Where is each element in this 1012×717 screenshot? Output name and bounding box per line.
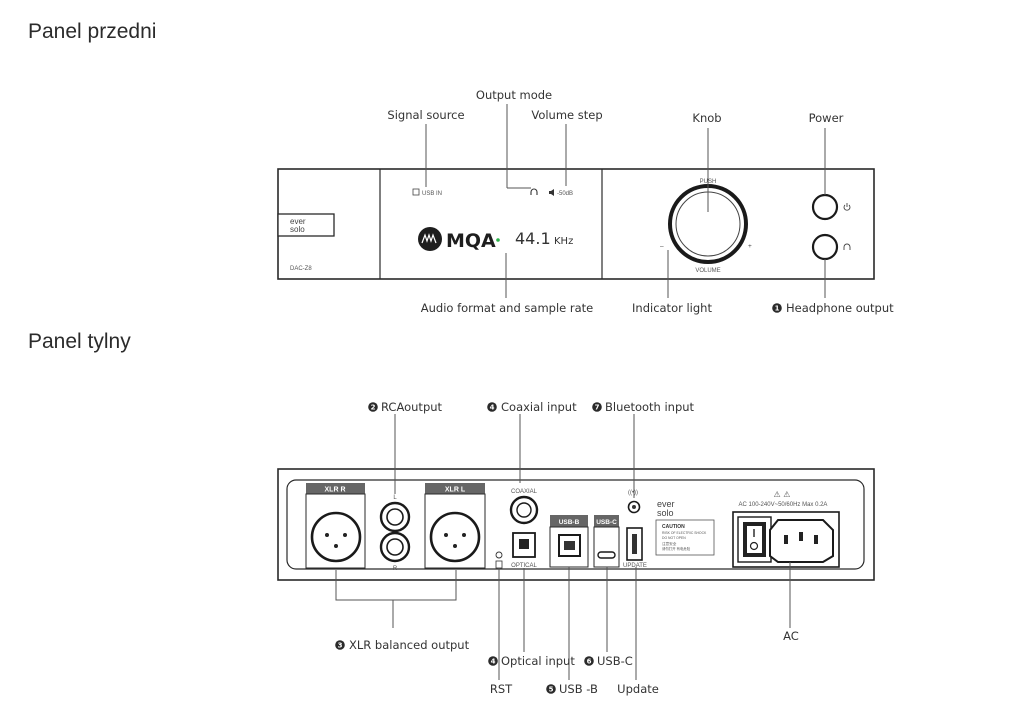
label-usb-b: USB -B <box>559 682 598 696</box>
front-display: USB IN -50dB MQA 44.1 KHz <box>412 188 573 252</box>
front-chassis <box>277 168 875 280</box>
label-update: Update <box>617 682 659 696</box>
volume-knob[interactable]: PUSH VOLUME – + <box>660 179 752 274</box>
badge-optical <box>488 656 498 666</box>
usb-c-port[interactable]: USB-C <box>593 515 620 568</box>
update-port[interactable] <box>626 527 643 561</box>
badge-rca <box>368 402 378 412</box>
display-source: USB IN <box>422 191 442 197</box>
label-signal-source: Signal source <box>387 108 464 122</box>
xlr-l-output[interactable]: XLR L <box>424 483 486 569</box>
headphone-icon <box>843 243 851 250</box>
badge-rca-num: 2 <box>371 404 376 412</box>
usb-b-port[interactable]: USB-B <box>549 515 589 568</box>
rear-logo-top: ever <box>657 499 675 509</box>
ac-spec: AC 100-240V~50/60Hz Max 0.2A <box>739 502 828 508</box>
badge-headphone-num: 1 <box>775 305 780 313</box>
front-logo-bottom: solo <box>290 225 305 234</box>
label-rst: RST <box>490 682 513 696</box>
rear-panel-title: Panel tylny <box>28 330 131 353</box>
rca-r-label: R <box>393 566 398 572</box>
usb-source-icon <box>412 188 420 196</box>
caution-line-2: DO NOT OPEN <box>662 536 686 540</box>
display-unit: KHz <box>554 236 573 247</box>
update-label: UPDATE <box>623 563 647 569</box>
badge-usb-b <box>546 684 556 694</box>
label-coaxial-input: Coaxial input <box>501 400 577 414</box>
label-bluetooth-input: Bluetooth input <box>605 400 695 414</box>
badge-xlr-num: 3 <box>338 642 343 650</box>
xlr-r-label: XLR R <box>325 487 346 494</box>
rca-output[interactable]: L R <box>379 495 411 572</box>
knob-plus: + <box>748 243 752 250</box>
badge-bluetooth <box>592 402 602 412</box>
front-logo: ever solo <box>277 213 335 237</box>
optical-jack[interactable] <box>512 532 536 558</box>
label-optical-input: Optical input <box>501 654 575 668</box>
label-output-mode: Output mode <box>476 88 552 102</box>
xlr-r-output[interactable]: XLR R <box>305 483 366 569</box>
bluetooth-icon: ((•)) <box>628 490 638 496</box>
usb-b-label: USB-B <box>559 519 580 526</box>
label-headphone-output: Headphone output <box>786 301 894 315</box>
caution-line-1: RISK OF ELECTRIC SHOCK <box>662 531 707 535</box>
badge-usb-c-num: 6 <box>587 658 592 666</box>
rear-logo-bottom: solo <box>657 508 674 518</box>
optical-label: OPTICAL <box>511 563 537 569</box>
display-format: MQA <box>446 230 496 252</box>
coaxial-label: COAXIAL <box>511 489 538 495</box>
knob-volume-label: VOLUME <box>695 268 720 274</box>
front-logo-top: ever <box>290 217 306 226</box>
display-volume: -50dB <box>557 191 573 197</box>
speaker-icon <box>549 189 554 196</box>
badge-xlr <box>335 640 345 650</box>
label-volume-step: Volume step <box>531 108 602 122</box>
rca-l-label: L <box>393 495 397 501</box>
rst-button[interactable] <box>495 551 503 559</box>
caution-label: CAUTION RISK OF ELECTRIC SHOCK DO NOT OP… <box>655 519 715 556</box>
mqa-wave-icon <box>421 233 437 244</box>
badge-coaxial-num: 4 <box>490 404 495 412</box>
knob-minus: – <box>660 243 664 250</box>
headphone-mode-icon <box>530 188 538 195</box>
mqa-indicator-dot <box>496 238 500 242</box>
xlr-l-label: XLR L <box>445 487 466 494</box>
label-indicator-light: Indicator light <box>632 301 712 315</box>
rst-switch[interactable] <box>495 560 503 569</box>
label-audio-format: Audio format and sample rate <box>421 301 593 315</box>
leader-xlr-bracket <box>335 570 457 601</box>
power-button[interactable] <box>811 193 839 221</box>
badge-bluetooth-num: 7 <box>595 404 600 412</box>
bluetooth-antenna[interactable] <box>627 500 641 514</box>
rear-panel: XLR R L R XLR L COAXIAL <box>277 400 875 696</box>
caution-line-4: 请勿打开 有电危险 <box>662 546 691 551</box>
warning-icon: ⚠ ⚠ <box>774 490 791 499</box>
front-panel: ever solo DAC-Z8 USB IN -50dB MQA 44.1 K… <box>277 88 894 315</box>
badge-headphone <box>772 303 782 313</box>
label-power: Power <box>809 111 844 125</box>
power-icon <box>843 203 851 211</box>
badge-optical-num: 4 <box>491 658 496 666</box>
caution-title: CAUTION <box>662 524 685 530</box>
label-ac: AC <box>783 629 799 643</box>
caution-line-3: 注意安全 <box>662 541 677 546</box>
ac-inlet[interactable] <box>769 519 834 563</box>
coaxial-jack[interactable] <box>509 495 539 525</box>
badge-usb-c <box>584 656 594 666</box>
label-rca-output: RCAoutput <box>381 400 443 414</box>
front-model: DAC-Z8 <box>290 266 312 272</box>
badge-usb-b-num: 5 <box>549 686 554 694</box>
label-knob: Knob <box>692 111 721 125</box>
headphone-jack[interactable] <box>811 233 839 261</box>
rear-inner-plate <box>286 479 865 570</box>
label-usb-c: USB-C <box>597 654 633 668</box>
badge-coaxial <box>487 402 497 412</box>
front-panel-title: Panel przedni <box>28 20 157 43</box>
usb-c-label: USB-C <box>596 519 617 526</box>
display-rate: 44.1 <box>515 229 551 248</box>
label-xlr-balanced: XLR balanced output <box>349 638 470 652</box>
